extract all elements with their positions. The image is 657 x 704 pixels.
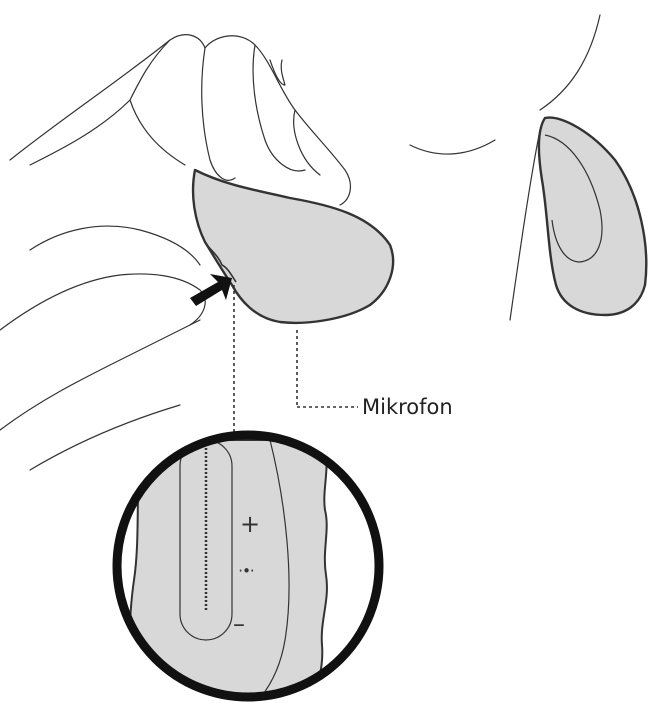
magnified-inset (117, 435, 379, 697)
earbud-right (537, 116, 648, 317)
inset-ring (112, 430, 384, 702)
earbud-left-edge (204, 241, 237, 283)
hand-outline (0, 34, 352, 471)
multifunction-button-icon: ·•· (238, 562, 254, 580)
plus-button-icon: + (240, 510, 261, 538)
earbud-left (191, 168, 395, 325)
minus-button-icon: – (233, 610, 245, 638)
leader-lines (233, 285, 358, 438)
earbud-right-inner (544, 134, 603, 263)
microphone-label: Mikrofon (362, 395, 453, 419)
inset-contour (254, 439, 290, 697)
arrow-icon (190, 274, 232, 306)
ear-outline (409, 14, 601, 321)
